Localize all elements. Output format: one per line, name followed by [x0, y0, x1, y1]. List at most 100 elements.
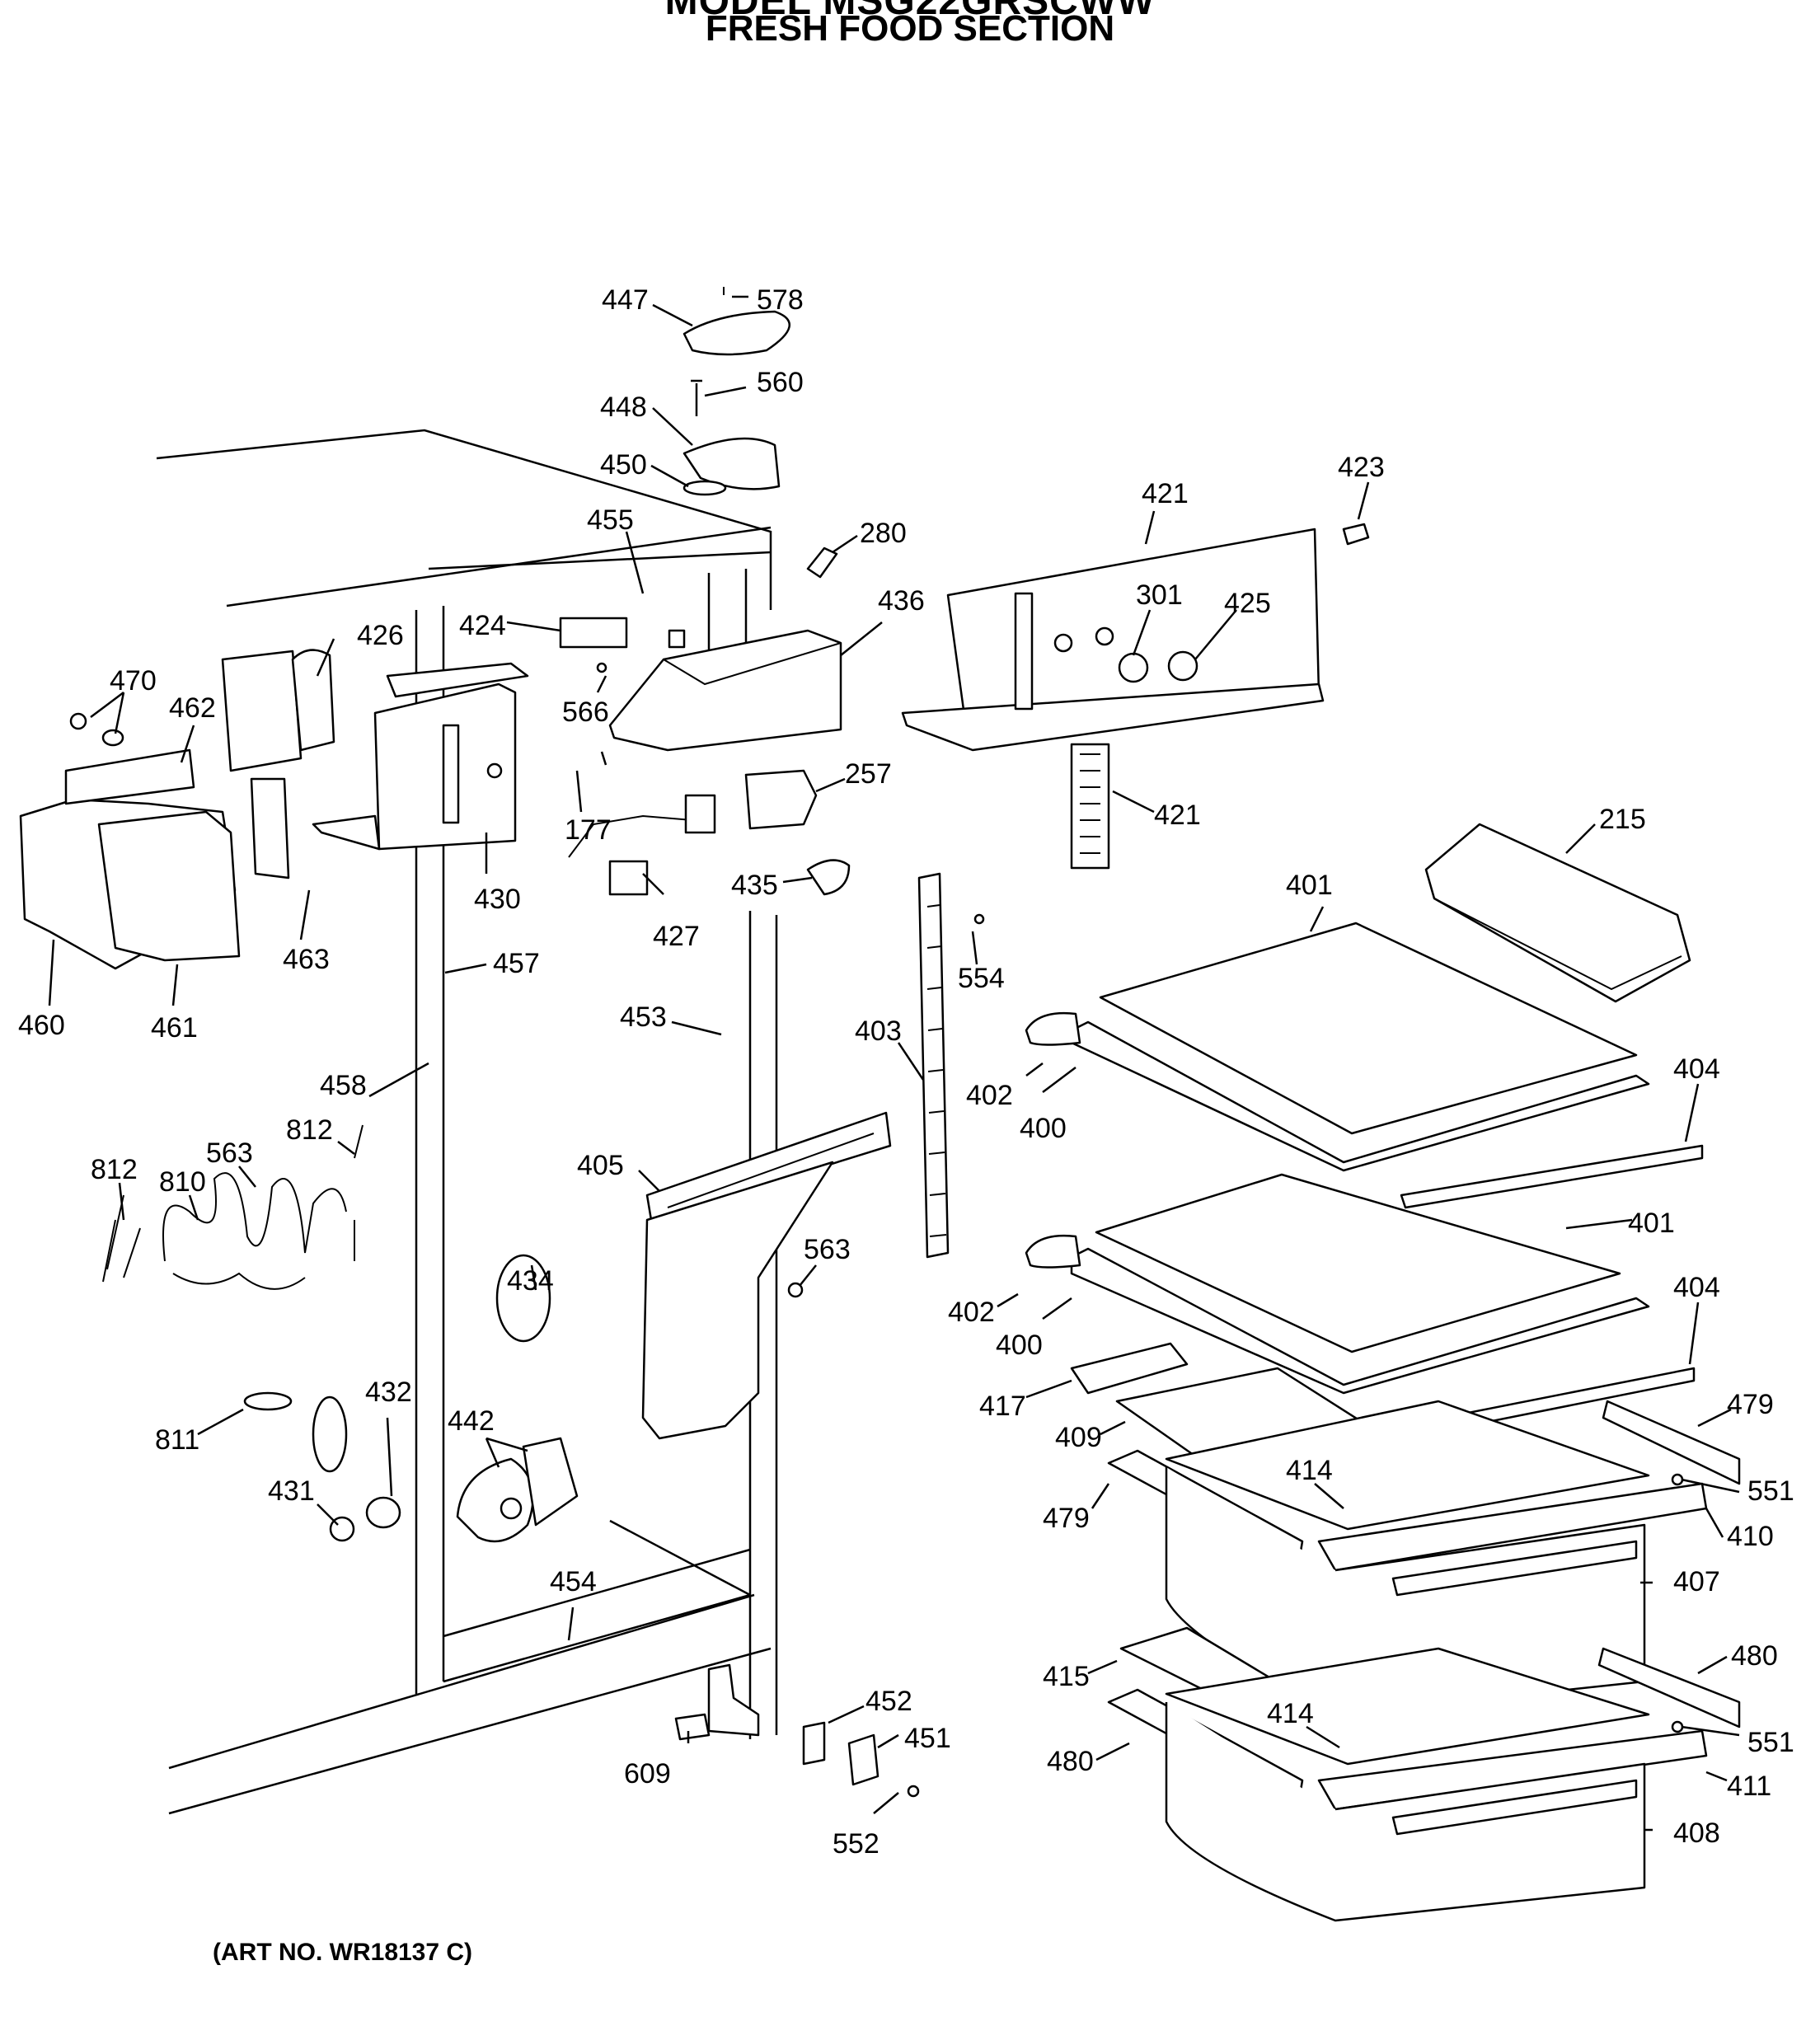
callout-280: 280 [860, 518, 907, 549]
diagram-title: MODEL MSG22GRSCWW [664, 0, 1156, 23]
part-451 [847, 1733, 880, 1786]
callout-414-lower: 414 [1267, 1698, 1314, 1729]
callout-257: 257 [845, 758, 892, 790]
callout-408: 408 [1673, 1818, 1720, 1849]
part-452 [802, 1721, 826, 1766]
callout-427: 427 [653, 921, 700, 952]
callout-402-top: 402 [966, 1080, 1013, 1111]
callout-215: 215 [1599, 804, 1646, 835]
callout-414-upper: 414 [1286, 1455, 1333, 1486]
drawer-front-411 [1317, 1729, 1708, 1811]
glass-shelf-lower [1095, 1173, 1621, 1353]
callout-401-lower: 401 [1628, 1208, 1675, 1239]
callout-424: 424 [459, 610, 506, 641]
grommet-434 [495, 1254, 551, 1343]
callout-417: 417 [979, 1391, 1026, 1422]
callout-410: 410 [1727, 1521, 1774, 1552]
callout-479-left: 479 [1043, 1503, 1090, 1534]
callout-560: 560 [757, 367, 804, 398]
callout-811: 811 [155, 1424, 199, 1456]
callout-434: 434 [507, 1265, 554, 1297]
hinge-cover [682, 310, 790, 356]
callout-423: 423 [1338, 452, 1385, 483]
callout-402-lower: 402 [948, 1297, 995, 1328]
cam-280 [806, 546, 838, 579]
crisper-drawers [1107, 1400, 1741, 1922]
callout-430: 430 [474, 884, 521, 915]
callout-405: 405 [577, 1150, 624, 1181]
hinge-shim [682, 480, 727, 496]
control-box [608, 629, 842, 752]
callout-458: 458 [320, 1070, 367, 1101]
evaporator-assembly [19, 649, 529, 970]
callout-810: 810 [159, 1166, 206, 1198]
rail-479b [1602, 1400, 1741, 1485]
plug-427 [608, 860, 649, 896]
callout-457: 457 [493, 948, 540, 979]
wiring-and-thermostat [559, 617, 985, 925]
callout-431: 431 [268, 1475, 315, 1507]
part-431 [312, 1395, 348, 1473]
callout-461: 461 [151, 1012, 198, 1044]
callout-436: 436 [878, 585, 925, 617]
frame-414b [1165, 1647, 1650, 1766]
callout-455: 455 [587, 504, 634, 536]
callout-411: 411 [1727, 1771, 1771, 1802]
callout-452: 452 [865, 1686, 912, 1717]
callout-403: 403 [855, 1016, 902, 1047]
callout-442: 442 [448, 1405, 495, 1437]
callout-563-left: 563 [206, 1137, 253, 1169]
callout-460: 460 [18, 1010, 65, 1041]
part-609 [674, 1713, 711, 1741]
callout-426: 426 [357, 620, 404, 651]
callout-404-lower: 404 [1673, 1272, 1720, 1303]
callout-450: 450 [600, 449, 647, 481]
callout-400-lower: 400 [996, 1330, 1043, 1361]
callout-480-right: 480 [1731, 1640, 1778, 1672]
bulb-423 [1342, 523, 1370, 546]
callout-454: 454 [550, 1566, 597, 1597]
air-duct [641, 1111, 892, 1440]
callout-400-top: 400 [1020, 1113, 1067, 1144]
part-461 [97, 810, 241, 962]
callout-409: 409 [1055, 1422, 1102, 1453]
top-hinge-parts [682, 287, 1370, 579]
bracket-463 [250, 777, 290, 879]
part-811 [243, 1391, 293, 1411]
callout-415: 415 [1043, 1661, 1090, 1692]
trim-404 [1400, 1144, 1704, 1209]
callout-177: 177 [565, 814, 612, 846]
callout-labels: 447 578 560 448 450 455 280 421 423 301 … [18, 284, 1794, 1860]
door-bin [1424, 823, 1691, 1003]
fan-assembly [456, 1437, 579, 1543]
diagram-subtitle: FRESH FOOD SECTION [705, 8, 1115, 49]
part-462 [64, 748, 195, 805]
callout-301: 301 [1136, 579, 1183, 611]
knob-425 [1167, 650, 1198, 682]
part-432 [365, 1496, 401, 1529]
callout-470: 470 [110, 665, 157, 697]
callout-453: 453 [620, 1001, 667, 1033]
part-424 [559, 617, 628, 649]
vent-421 [1070, 743, 1110, 870]
callout-552: 552 [833, 1828, 880, 1860]
part-435 [806, 859, 851, 896]
callout-462: 462 [169, 692, 216, 724]
part-417 [1070, 1342, 1189, 1395]
callout-812-left: 812 [91, 1154, 138, 1185]
art-number: (ART NO. WR18137 C) [213, 1939, 473, 1966]
callout-812-right: 812 [286, 1114, 333, 1146]
callout-609: 609 [624, 1758, 671, 1789]
callout-421-top: 421 [1142, 478, 1189, 509]
relay-257 [744, 769, 818, 830]
knob-301 [1118, 652, 1149, 683]
heater-loop [102, 1124, 551, 1542]
callout-407: 407 [1673, 1566, 1720, 1597]
callout-404-top: 404 [1673, 1053, 1720, 1085]
bottom-hardware [674, 1663, 920, 1798]
callout-435: 435 [731, 870, 778, 901]
callout-479-right: 479 [1727, 1389, 1774, 1420]
callout-432: 432 [365, 1377, 412, 1408]
shelves [1025, 922, 1704, 1461]
